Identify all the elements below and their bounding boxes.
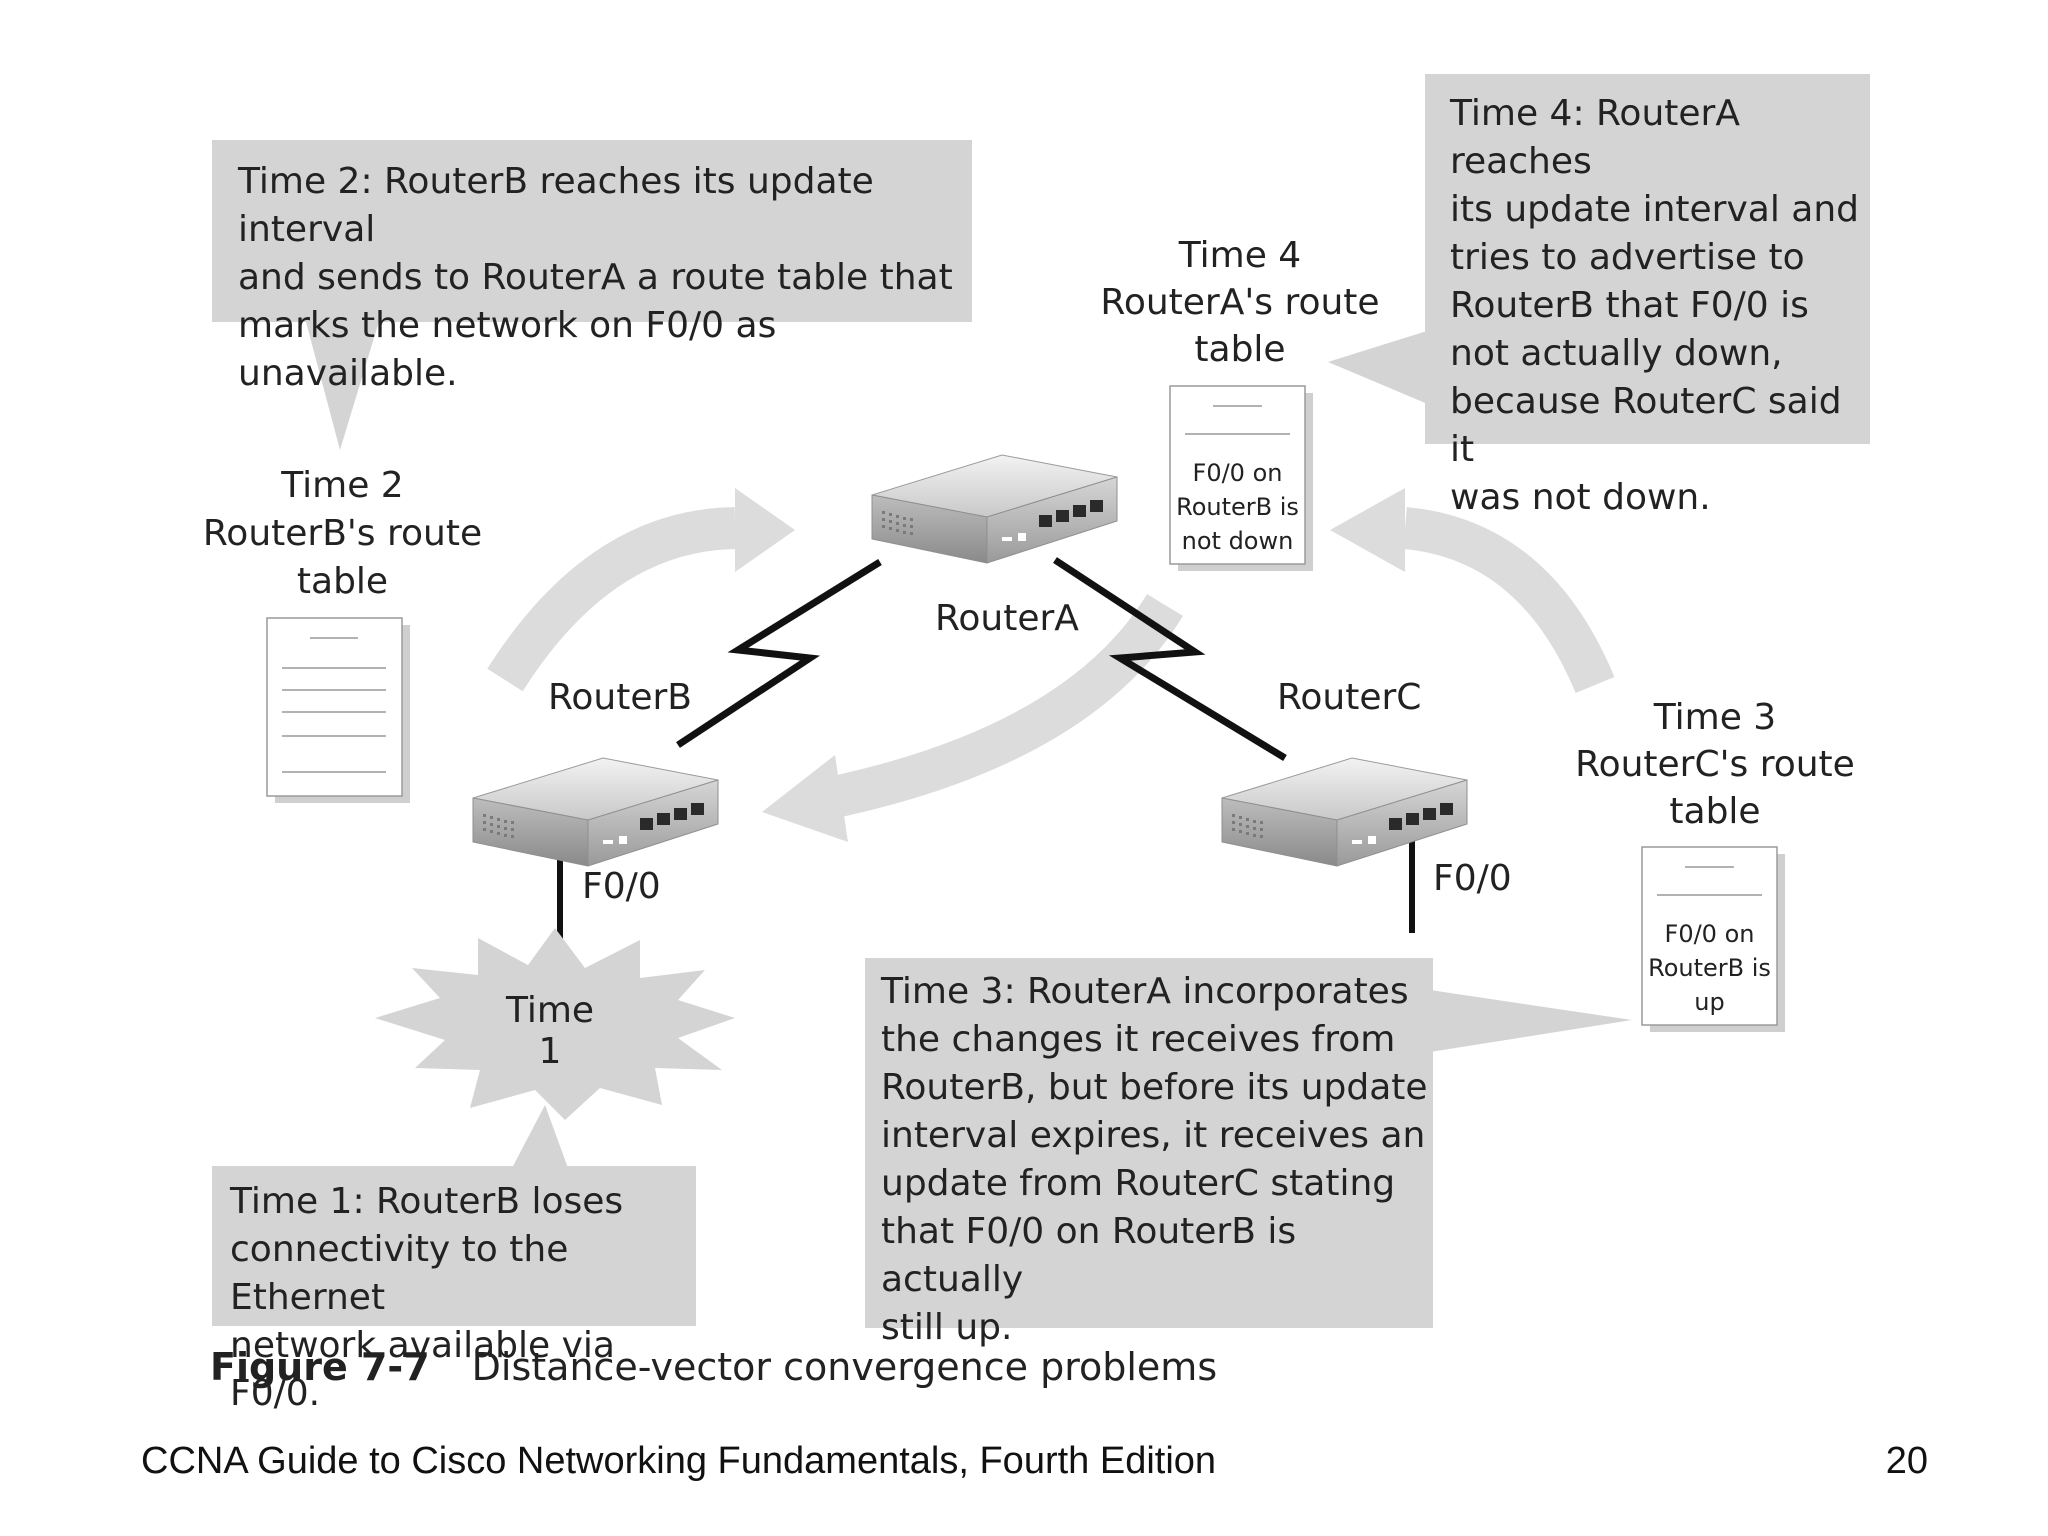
- router-a-device[interactable]: [871, 454, 1118, 564]
- routerA-doc-text: F0/0 on RouterB is not down: [1176, 459, 1299, 555]
- router-c-device[interactable]: [1221, 757, 1468, 867]
- time1-callout-pointer: [512, 1105, 568, 1168]
- serial-link-a-b: [676, 559, 882, 748]
- routerB-f0-0-label: F0/0: [582, 866, 661, 907]
- figure-caption-text: Distance-vector convergence problems: [471, 1345, 1218, 1389]
- figure-number: Figure 7-7: [210, 1345, 430, 1389]
- time1-burst: [375, 928, 735, 1120]
- router-b-device[interactable]: [472, 757, 719, 867]
- routerC-doc-text: F0/0 on RouterB is up: [1648, 920, 1771, 1016]
- page-number: 20: [1885, 1440, 1928, 1482]
- time3-callout-pointer: [1430, 990, 1632, 1052]
- time4-callout-pointer: [1328, 330, 1430, 405]
- time2-routerB-table-label: Time 2 RouterB's route table: [202, 465, 483, 602]
- routerB-route-table-doc: [266, 617, 410, 803]
- time1-burst-label: Time 1: [505, 990, 595, 1072]
- routerA-route-table-doc: [1169, 385, 1313, 571]
- time1-callout: Time 1: RouterB loses connectivity to th…: [212, 1166, 696, 1414]
- routerC-f0-0-label: F0/0: [1433, 858, 1512, 899]
- routerC-route-table-doc: [1641, 846, 1785, 1032]
- router-b-label: RouterB: [548, 677, 692, 718]
- update-arrow-c-to-a: [1330, 488, 1615, 694]
- time3-callout: Time 3: RouterA incorporates the changes…: [865, 958, 1433, 1348]
- time2-callout: Time 2: RouterB reaches its update inter…: [212, 140, 972, 394]
- router-a-label: RouterA: [935, 598, 1079, 639]
- time4-routerA-table-label: Time 4 RouterA's route table: [1100, 235, 1380, 370]
- figure-caption: Figure 7-7 Distance-vector convergence pr…: [210, 1345, 1217, 1389]
- time4-callout: Time 4: RouterA reaches its update inter…: [1425, 74, 1870, 518]
- update-arrow-a-to-b: [762, 593, 1183, 842]
- update-arrow-b-to-a: [487, 488, 795, 692]
- serial-link-a-c: [1053, 557, 1287, 761]
- time2-callout-pointer: [305, 318, 380, 450]
- footer-title: CCNA Guide to Cisco Networking Fundament…: [141, 1440, 1217, 1482]
- time3-routerC-table-label: Time 3 RouterC's route table: [1575, 697, 1855, 832]
- router-c-label: RouterC: [1277, 677, 1422, 718]
